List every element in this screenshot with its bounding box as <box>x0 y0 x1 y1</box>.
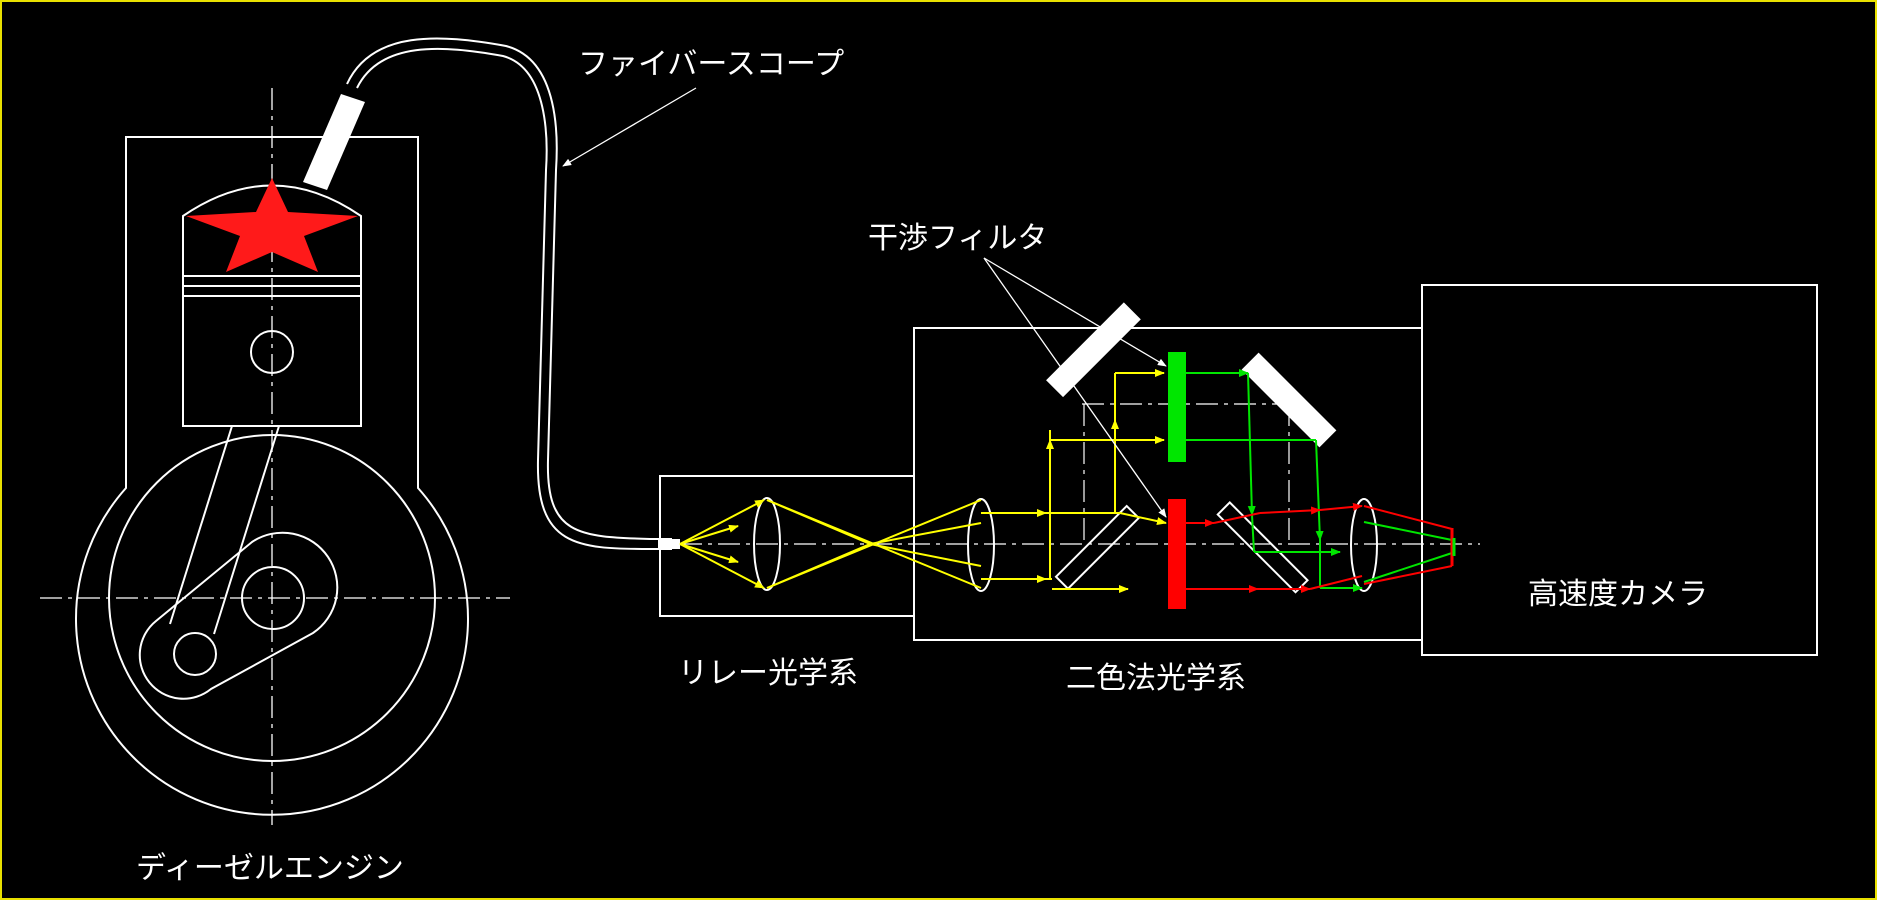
fiberscope-leader <box>562 87 697 167</box>
crank-circle <box>108 434 436 762</box>
dichroic-splitter-left <box>1054 504 1141 591</box>
beam-combiner-right <box>1216 501 1309 594</box>
diesel-engine <box>40 88 510 825</box>
green-interference-filter <box>1168 352 1186 462</box>
combustion-flame <box>186 178 358 272</box>
relay-lens <box>753 497 781 591</box>
connecting-rod <box>213 425 280 635</box>
focusing-lens <box>1350 498 1378 592</box>
crank-pin <box>173 632 217 676</box>
red-rays <box>1186 502 1453 593</box>
collimating-lens <box>967 498 995 592</box>
label-two-color-optics: 二色法光学系 <box>1066 661 1246 696</box>
leader-lines <box>562 87 1167 518</box>
label-diesel-engine: ディーゼルエンジン <box>136 851 404 886</box>
filter-leader-green <box>983 257 1167 367</box>
fiberscope-cable <box>346 37 672 550</box>
mirror-top-right <box>1241 352 1337 448</box>
engine-block <box>75 136 469 816</box>
fiberscope-probe <box>303 94 365 190</box>
crank-journal <box>241 566 305 630</box>
label-relay-optics: リレー光学系 <box>678 656 858 691</box>
connecting-rod <box>169 425 233 625</box>
two-color-optics <box>913 302 1423 641</box>
mirror-top-left <box>1046 302 1141 398</box>
piston <box>182 184 362 427</box>
high-speed-camera-box <box>1421 284 1818 656</box>
label-interference-filter: 干渉フィルタ <box>868 221 1047 256</box>
yellow-rays <box>679 369 1167 593</box>
crank-arm <box>138 531 339 700</box>
fiber-end-connector <box>658 539 680 549</box>
red-interference-filter <box>1168 499 1186 609</box>
label-high-speed-camera: 高速度カメラ <box>1528 577 1708 612</box>
piston-pin <box>250 330 294 374</box>
label-fiberscope: ファイバースコープ <box>578 47 844 82</box>
filter-leader-red <box>983 257 1167 518</box>
green-rays <box>1186 369 1453 592</box>
optical-axes <box>680 403 1480 545</box>
